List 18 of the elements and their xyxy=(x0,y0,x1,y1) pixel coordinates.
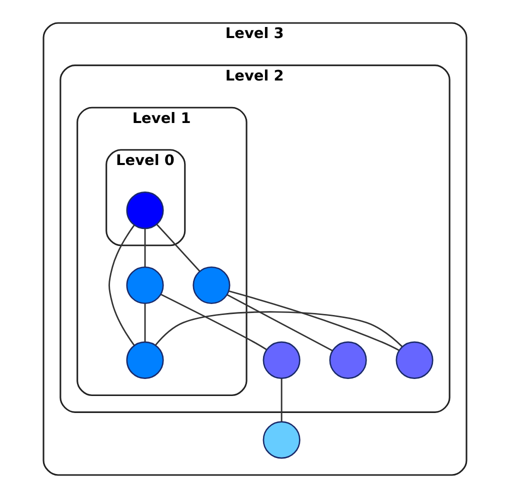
connector xyxy=(156,224,200,272)
node-circle xyxy=(126,341,164,379)
connector xyxy=(144,304,146,342)
node-circle xyxy=(126,266,164,304)
cluster: Level 0 xyxy=(106,149,186,246)
connector xyxy=(154,311,403,348)
connector xyxy=(280,378,282,422)
connector xyxy=(108,224,135,346)
node-circle xyxy=(262,341,300,379)
node-circle xyxy=(329,341,367,379)
node-circle xyxy=(262,421,300,459)
node-circle xyxy=(126,192,164,230)
connector xyxy=(226,294,333,352)
connector xyxy=(160,294,267,350)
connector xyxy=(228,290,400,351)
node-circle xyxy=(192,266,230,304)
node-circle xyxy=(396,341,434,379)
connector xyxy=(144,228,146,267)
